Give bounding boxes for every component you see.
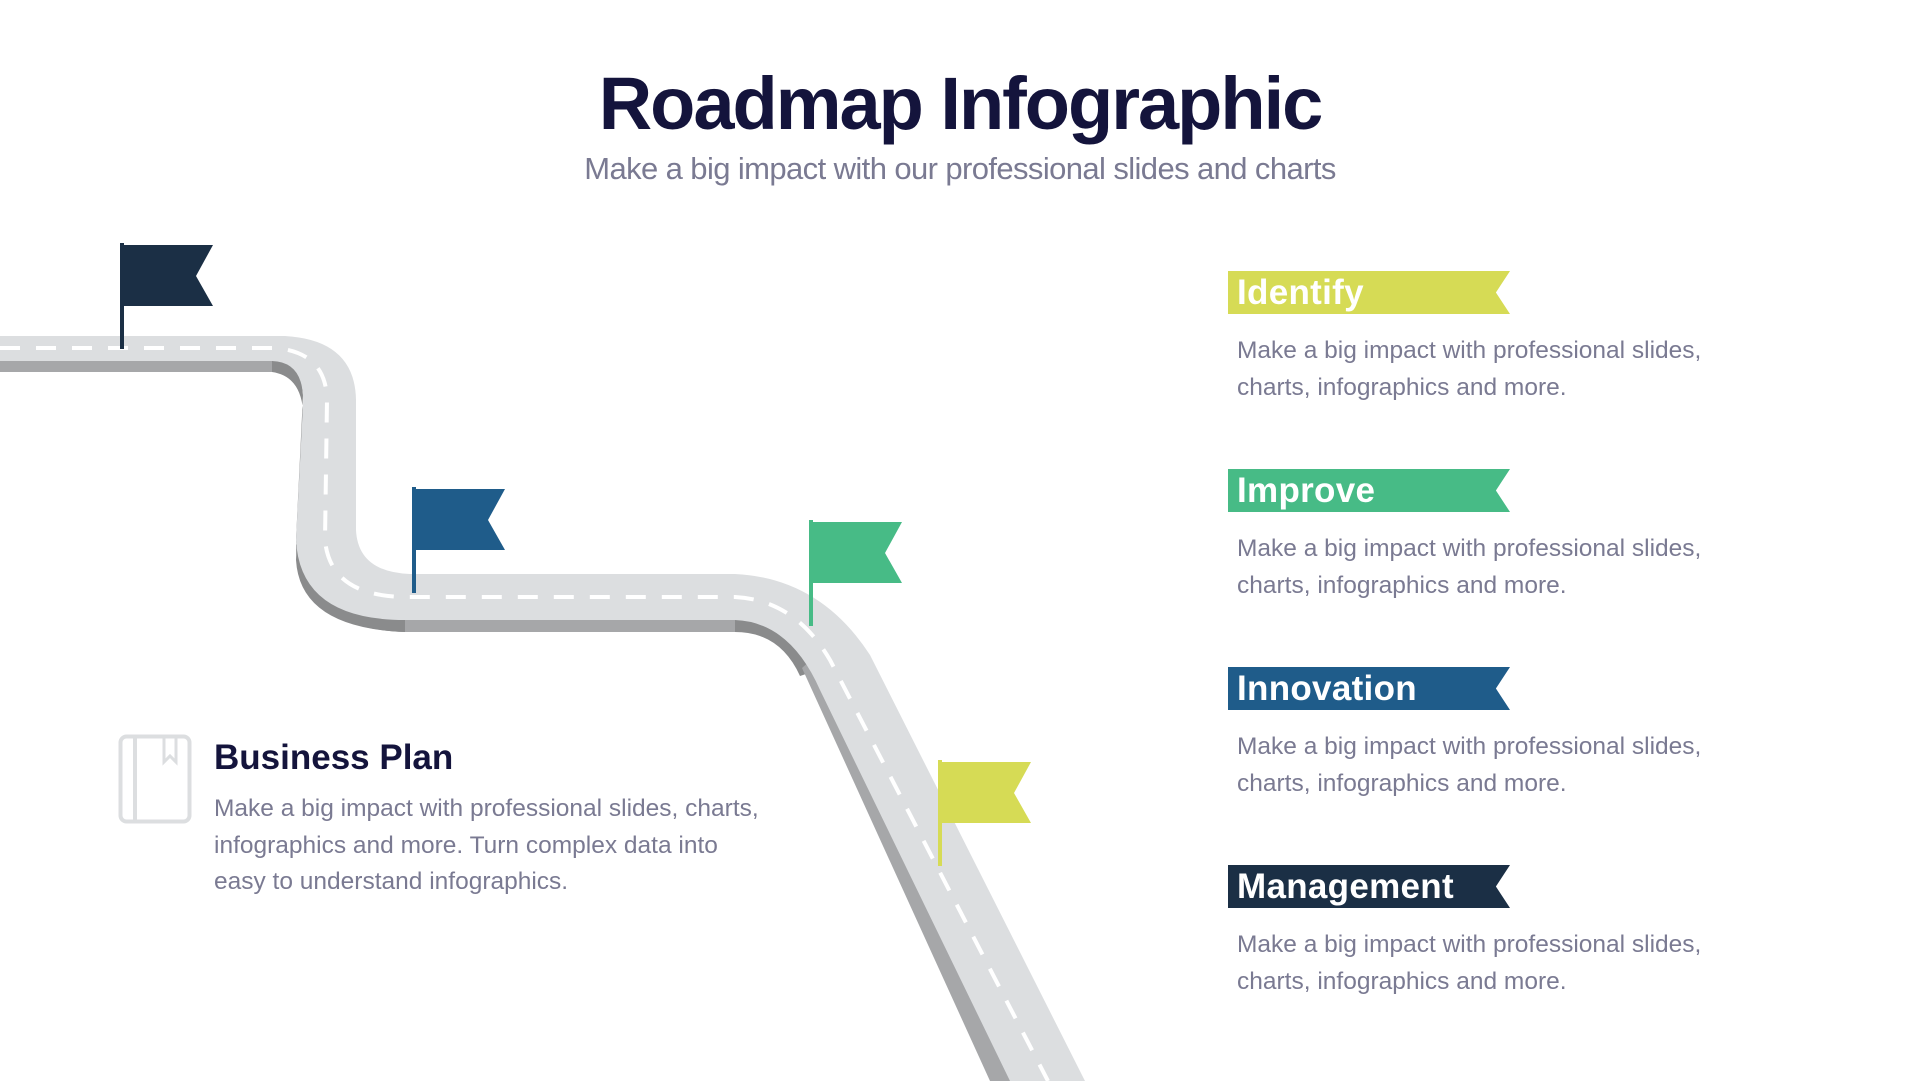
page-subtitle: Make a big impact with our professional … — [584, 151, 1336, 186]
book-bookmark-icon — [118, 734, 192, 824]
business-plan-title: Business Plan — [214, 738, 454, 777]
ribbon-identify: Identify — [1228, 271, 1510, 314]
business-plan-description: Make a big impact with professional slid… — [214, 795, 759, 895]
flag-1-icon — [120, 243, 213, 349]
step-description: Make a big impact with professional slid… — [1237, 337, 1702, 401]
step-label: Innovation — [1237, 669, 1417, 708]
step-improve: Improve Make a big impact with professio… — [1228, 469, 1788, 604]
flag-4-icon — [938, 760, 1031, 866]
step-label: Improve — [1237, 471, 1376, 510]
ribbon-management: Management — [1228, 865, 1510, 908]
step-innovation: Innovation Make a big impact with profes… — [1228, 667, 1788, 802]
step-identify: Identify Make a big impact with professi… — [1228, 271, 1788, 406]
step-description: Make a big impact with professional slid… — [1237, 931, 1702, 995]
page-title: Roadmap Infographic — [598, 62, 1324, 145]
flag-3-icon — [809, 520, 902, 626]
step-management: Management Make a big impact with profes… — [1228, 865, 1788, 1000]
ribbon-innovation: Innovation — [1228, 667, 1510, 710]
step-label: Identify — [1237, 273, 1364, 312]
ribbon-improve: Improve — [1228, 469, 1510, 512]
road-lane-markings — [0, 346, 1050, 1081]
step-label: Management — [1237, 867, 1454, 906]
step-description: Make a big impact with professional slid… — [1237, 535, 1702, 599]
road-surface — [0, 336, 1085, 1081]
flag-2-icon — [412, 487, 505, 593]
step-description: Make a big impact with professional slid… — [1237, 733, 1702, 797]
